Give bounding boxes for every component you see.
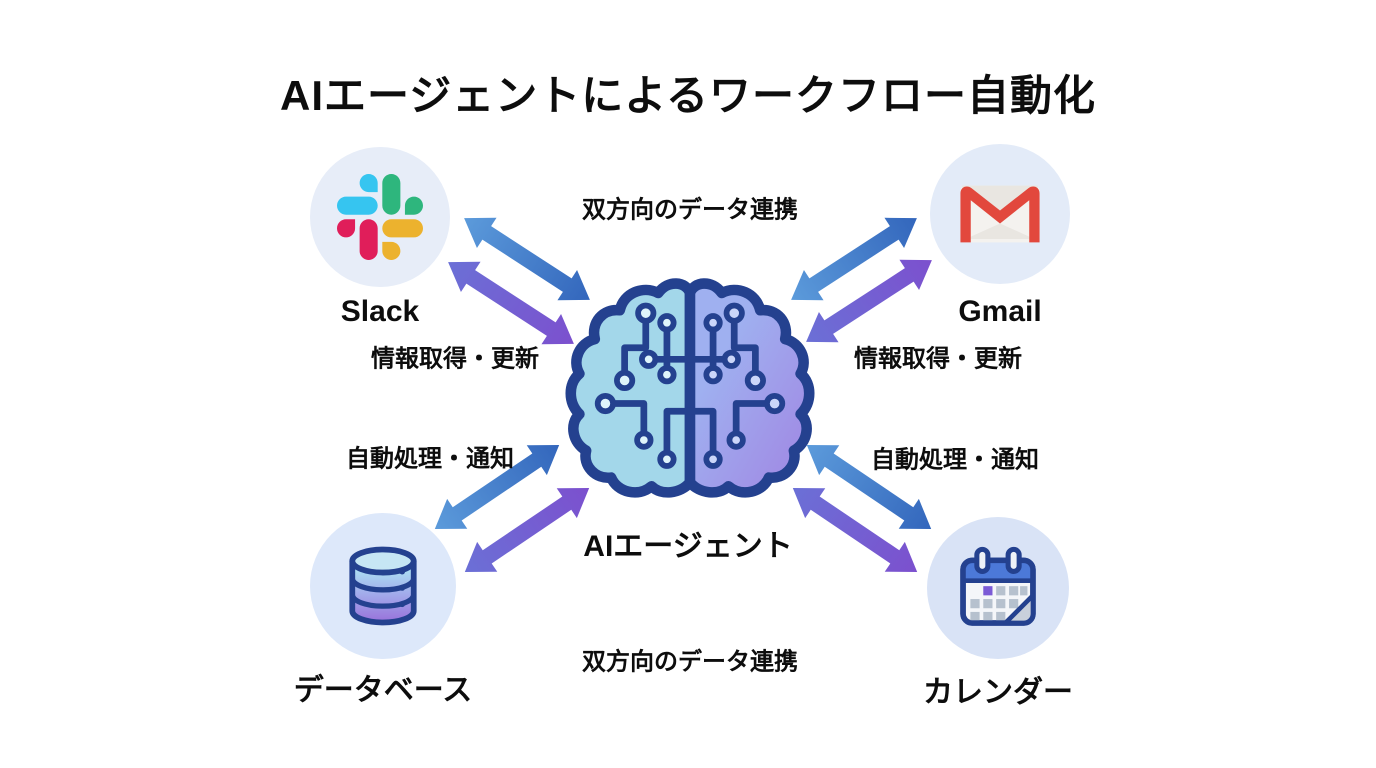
gmail-label: Gmail	[958, 295, 1042, 328]
annotation-bottom-center: 双方向のデータ連携	[582, 648, 798, 676]
annotation-lower-left: 自動処理・通知	[346, 445, 514, 473]
slack-label: Slack	[340, 295, 420, 328]
annotation-upper-left: 情報取得・更新	[371, 345, 539, 373]
slack-icon	[337, 174, 423, 260]
calendar-icon	[960, 546, 1036, 626]
ai-agent-label: AIエージェント	[583, 530, 793, 563]
ai-agent-node	[565, 265, 815, 519]
slack-node	[310, 147, 450, 287]
calendar-node	[927, 517, 1069, 659]
database-node	[310, 513, 456, 659]
annotation-upper-right: 情報取得・更新	[854, 345, 1022, 373]
annotation-lower-right: 自動処理・通知	[871, 446, 1039, 474]
diagram-title: AIエージェントによるワークフロー自動化	[280, 72, 1096, 119]
annotation-top-center: 双方向のデータ連携	[582, 196, 798, 224]
circuit-brain-icon	[565, 278, 815, 498]
calendar-label: カレンダー	[923, 676, 1073, 709]
database-icon	[349, 546, 417, 626]
database-label: データベース	[293, 674, 473, 707]
gmail-node	[930, 144, 1070, 284]
gmail-icon	[960, 185, 1040, 243]
